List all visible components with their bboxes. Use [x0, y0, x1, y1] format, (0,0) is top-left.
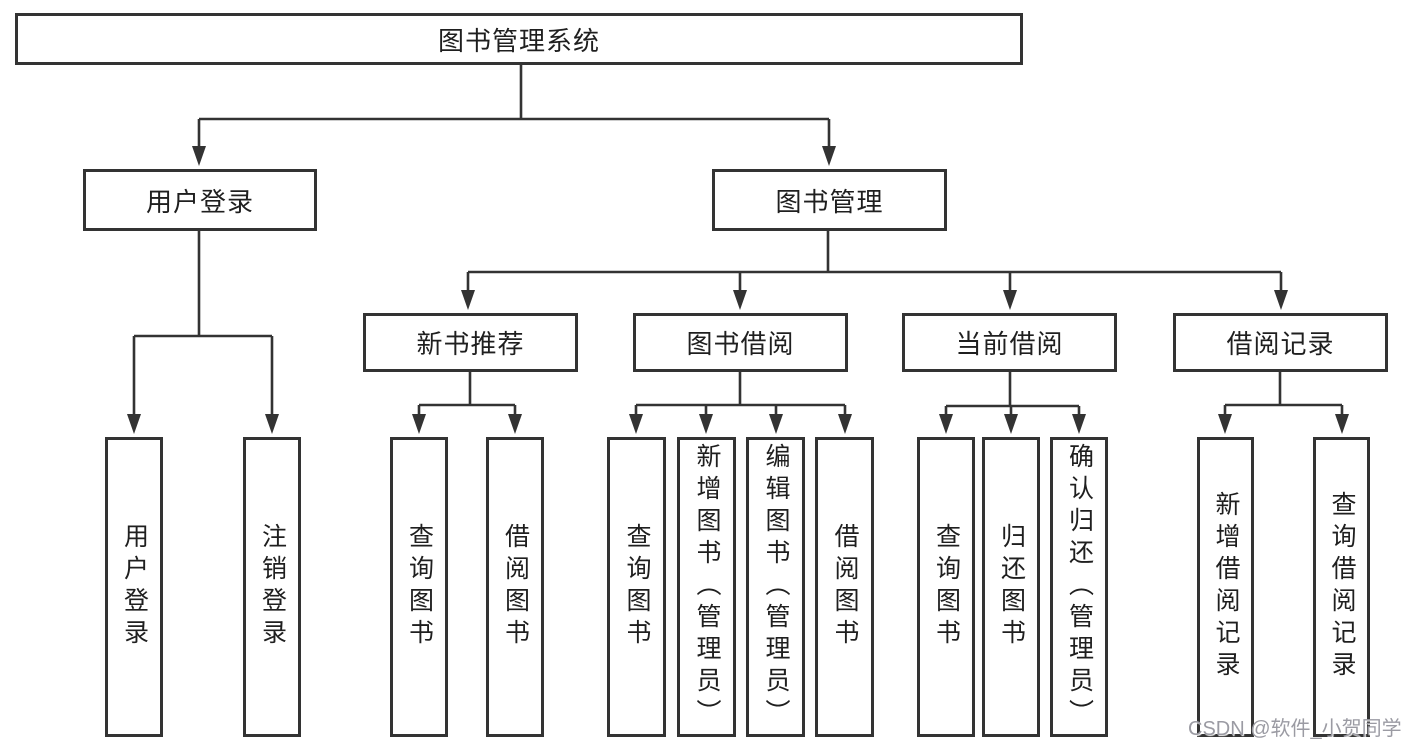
arrowhead-icon — [1274, 290, 1288, 310]
leaf-logout: 注销登录 — [243, 437, 301, 737]
node-borrowing-records: 借阅记录 — [1173, 313, 1388, 372]
leaf-borrowing-edit-books-admin: 编辑图书（管理员） — [746, 437, 805, 737]
node-label: 查询图书 — [405, 523, 434, 651]
leaf-records-query-record: 查询借阅记录 — [1313, 437, 1370, 737]
arrowhead-icon — [508, 414, 522, 434]
leaf-current-return-books: 归还图书 — [982, 437, 1040, 737]
arrowhead-icon — [1218, 414, 1232, 434]
node-book-management: 图书管理 — [712, 169, 947, 231]
arrowhead-icon — [699, 414, 713, 434]
node-current-borrowing: 当前借阅 — [902, 313, 1117, 372]
node-label: 用户登录 — [120, 523, 149, 651]
node-label: 查询借阅记录 — [1328, 491, 1356, 683]
node-label: 查询图书 — [932, 523, 961, 651]
node-label: 借阅图书 — [831, 523, 859, 651]
node-label: 归还图书 — [997, 523, 1026, 651]
node-new-book-recommendation: 新书推荐 — [363, 313, 578, 372]
node-user-login: 用户登录 — [83, 169, 317, 231]
connector-root-to-level2 — [197, 65, 831, 156]
arrowheads — [127, 146, 1349, 434]
node-library-management-system: 图书管理系统 — [15, 13, 1023, 65]
node-label: 图书管理 — [775, 186, 884, 217]
csdn-watermark: CSDN @软件_小贺同学 — [1188, 718, 1402, 740]
node-label: 新增借阅记录 — [1212, 491, 1240, 683]
arrowhead-icon — [412, 414, 426, 434]
node-label: 借阅图书 — [501, 523, 530, 651]
arrowhead-icon — [629, 414, 643, 434]
leaf-newbook-query-books: 查询图书 — [390, 437, 448, 737]
arrowhead-icon — [1072, 414, 1086, 434]
arrowhead-icon — [1335, 414, 1349, 434]
arrowhead-icon — [461, 290, 475, 310]
leaf-user-login: 用户登录 — [105, 437, 163, 737]
node-label: 注销登录 — [258, 523, 287, 651]
leaf-current-query-books: 查询图书 — [917, 437, 975, 737]
node-label: 编辑图书（管理员） — [762, 443, 790, 731]
node-book-borrowing: 图书借阅 — [633, 313, 848, 372]
connector-book-management-branch — [466, 231, 1283, 300]
leaf-records-add-record: 新增借阅记录 — [1197, 437, 1254, 737]
leaf-borrowing-query-books: 查询图书 — [607, 437, 666, 737]
node-label: 用户登录 — [145, 186, 254, 217]
arrowhead-icon — [733, 290, 747, 310]
arrowhead-icon — [265, 414, 279, 434]
node-label: 借阅记录 — [1226, 329, 1335, 359]
node-label: 查询图书 — [623, 523, 651, 651]
arrowhead-icon — [1004, 414, 1018, 434]
arrowhead-icon — [1003, 290, 1017, 310]
node-label: 图书借阅 — [686, 329, 795, 359]
node-label: 当前借阅 — [955, 329, 1064, 359]
arrowhead-icon — [127, 414, 141, 434]
connector-new-book-branch — [417, 372, 517, 424]
arrowhead-icon — [838, 414, 852, 434]
node-label: 新书推荐 — [416, 329, 525, 359]
arrowhead-icon — [192, 146, 206, 166]
node-label: 新增图书（管理员） — [693, 443, 721, 731]
connector-borrowing-records-branch — [1223, 372, 1344, 424]
connector-book-borrowing-branch — [634, 372, 847, 424]
leaf-newbook-borrow-books: 借阅图书 — [486, 437, 544, 737]
leaf-current-confirm-return-admin: 确认归还（管理员） — [1050, 437, 1108, 737]
leaf-borrowing-add-books-admin: 新增图书（管理员） — [677, 437, 736, 737]
arrowhead-icon — [769, 414, 783, 434]
node-label: 图书管理系统 — [437, 25, 600, 56]
arrowhead-icon — [939, 414, 953, 434]
arrowhead-icon — [822, 146, 836, 166]
leaf-borrowing-borrow-books: 借阅图书 — [815, 437, 874, 737]
connector-user-login-branch — [132, 231, 274, 424]
node-label: 确认归还（管理员） — [1065, 443, 1094, 731]
